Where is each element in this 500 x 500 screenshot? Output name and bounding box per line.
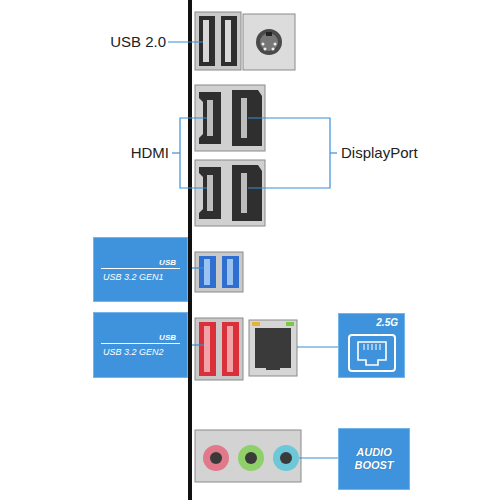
usb-logo-text: USB (101, 333, 180, 344)
feature-badge: AUDIO BOOST (338, 428, 410, 490)
port-label: HDMI (131, 144, 169, 162)
port-label: USB 2.0 (110, 33, 166, 51)
speed-text: 2.5G (376, 317, 398, 328)
usb-logo-text: USB (101, 258, 180, 269)
feature-badge: USB USB 3.2 GEN2 (93, 312, 188, 378)
badge-text-group: USB USB 3.2 GEN1 (101, 258, 180, 282)
feature-text: AUDIO BOOST (346, 446, 402, 471)
badge-text-group: AUDIO BOOST (339, 446, 409, 471)
feature-badge: 2.5G (338, 313, 405, 378)
usb-spec-text: USB 3.2 GEN1 (101, 272, 180, 282)
port-label: DisplayPort (341, 144, 418, 162)
badge-text-group: USB USB 3.2 GEN2 (101, 333, 180, 357)
usb-spec-text: USB 3.2 GEN2 (101, 347, 180, 357)
feature-badge: USB USB 3.2 GEN1 (93, 237, 188, 302)
